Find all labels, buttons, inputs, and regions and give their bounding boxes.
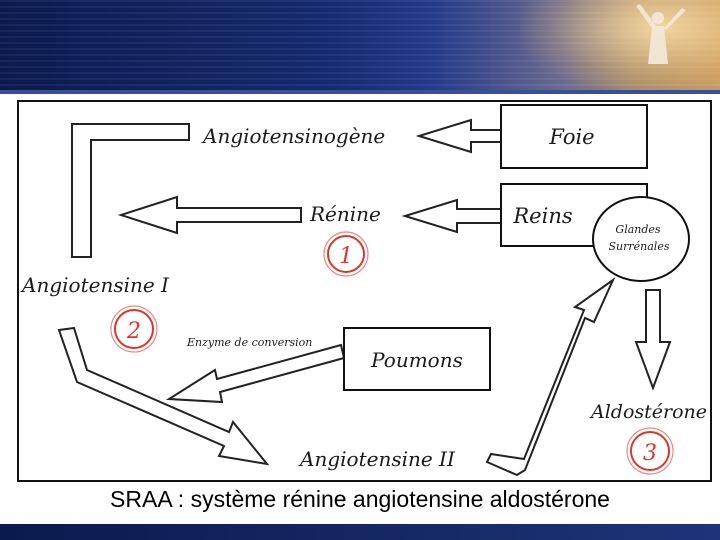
arrow-reins-to-renine bbox=[405, 200, 501, 232]
celebrating-person-icon bbox=[612, 4, 702, 90]
label-angiotensinogene: Angiotensinogène bbox=[201, 124, 385, 148]
footer-bar bbox=[0, 524, 720, 540]
arrow-renine-to-left bbox=[121, 197, 301, 233]
step-3-marker: 3 bbox=[627, 428, 673, 474]
step-1-number: 1 bbox=[339, 244, 353, 269]
glandes-surrenales-ellipse bbox=[593, 197, 689, 281]
arrow-angiotensine-2-to-glandes bbox=[487, 280, 613, 475]
box-foie-label: Foie bbox=[548, 125, 594, 149]
sraa-diagram: Foie Reins Poumons Glandes Surrénales An… bbox=[17, 100, 712, 482]
arrow-enzyme-conversion bbox=[169, 345, 344, 402]
arrow-glandes-to-aldosterone bbox=[636, 290, 670, 388]
label-enzyme-conversion: Enzyme de conversion bbox=[186, 336, 312, 349]
label-renine: Rénine bbox=[309, 202, 381, 226]
slide-caption: SRAA : système rénine angiotensine aldos… bbox=[0, 486, 720, 513]
step-2-number: 2 bbox=[126, 319, 141, 344]
step-1-marker: 1 bbox=[324, 232, 368, 276]
step-2-marker: 2 bbox=[111, 306, 157, 352]
arrow-foie-to-angiotensinogene bbox=[419, 120, 501, 152]
glandes-label-line1: Glandes bbox=[615, 223, 660, 236]
banner-divider bbox=[0, 90, 720, 94]
label-angiotensine-1: Angiotensine I bbox=[20, 273, 170, 297]
box-reins-label: Reins bbox=[512, 204, 572, 228]
label-aldosterone: Aldostérone bbox=[589, 401, 707, 423]
step-3-number: 3 bbox=[643, 441, 657, 466]
box-poumons-label: Poumons bbox=[370, 348, 463, 372]
glandes-label-line2: Surrénales bbox=[609, 240, 670, 253]
header-banner bbox=[0, 0, 720, 92]
arrow-angiotensinogene-to-angiotensine-1 bbox=[72, 124, 189, 257]
label-angiotensine-2: Angiotensine II bbox=[298, 447, 456, 471]
